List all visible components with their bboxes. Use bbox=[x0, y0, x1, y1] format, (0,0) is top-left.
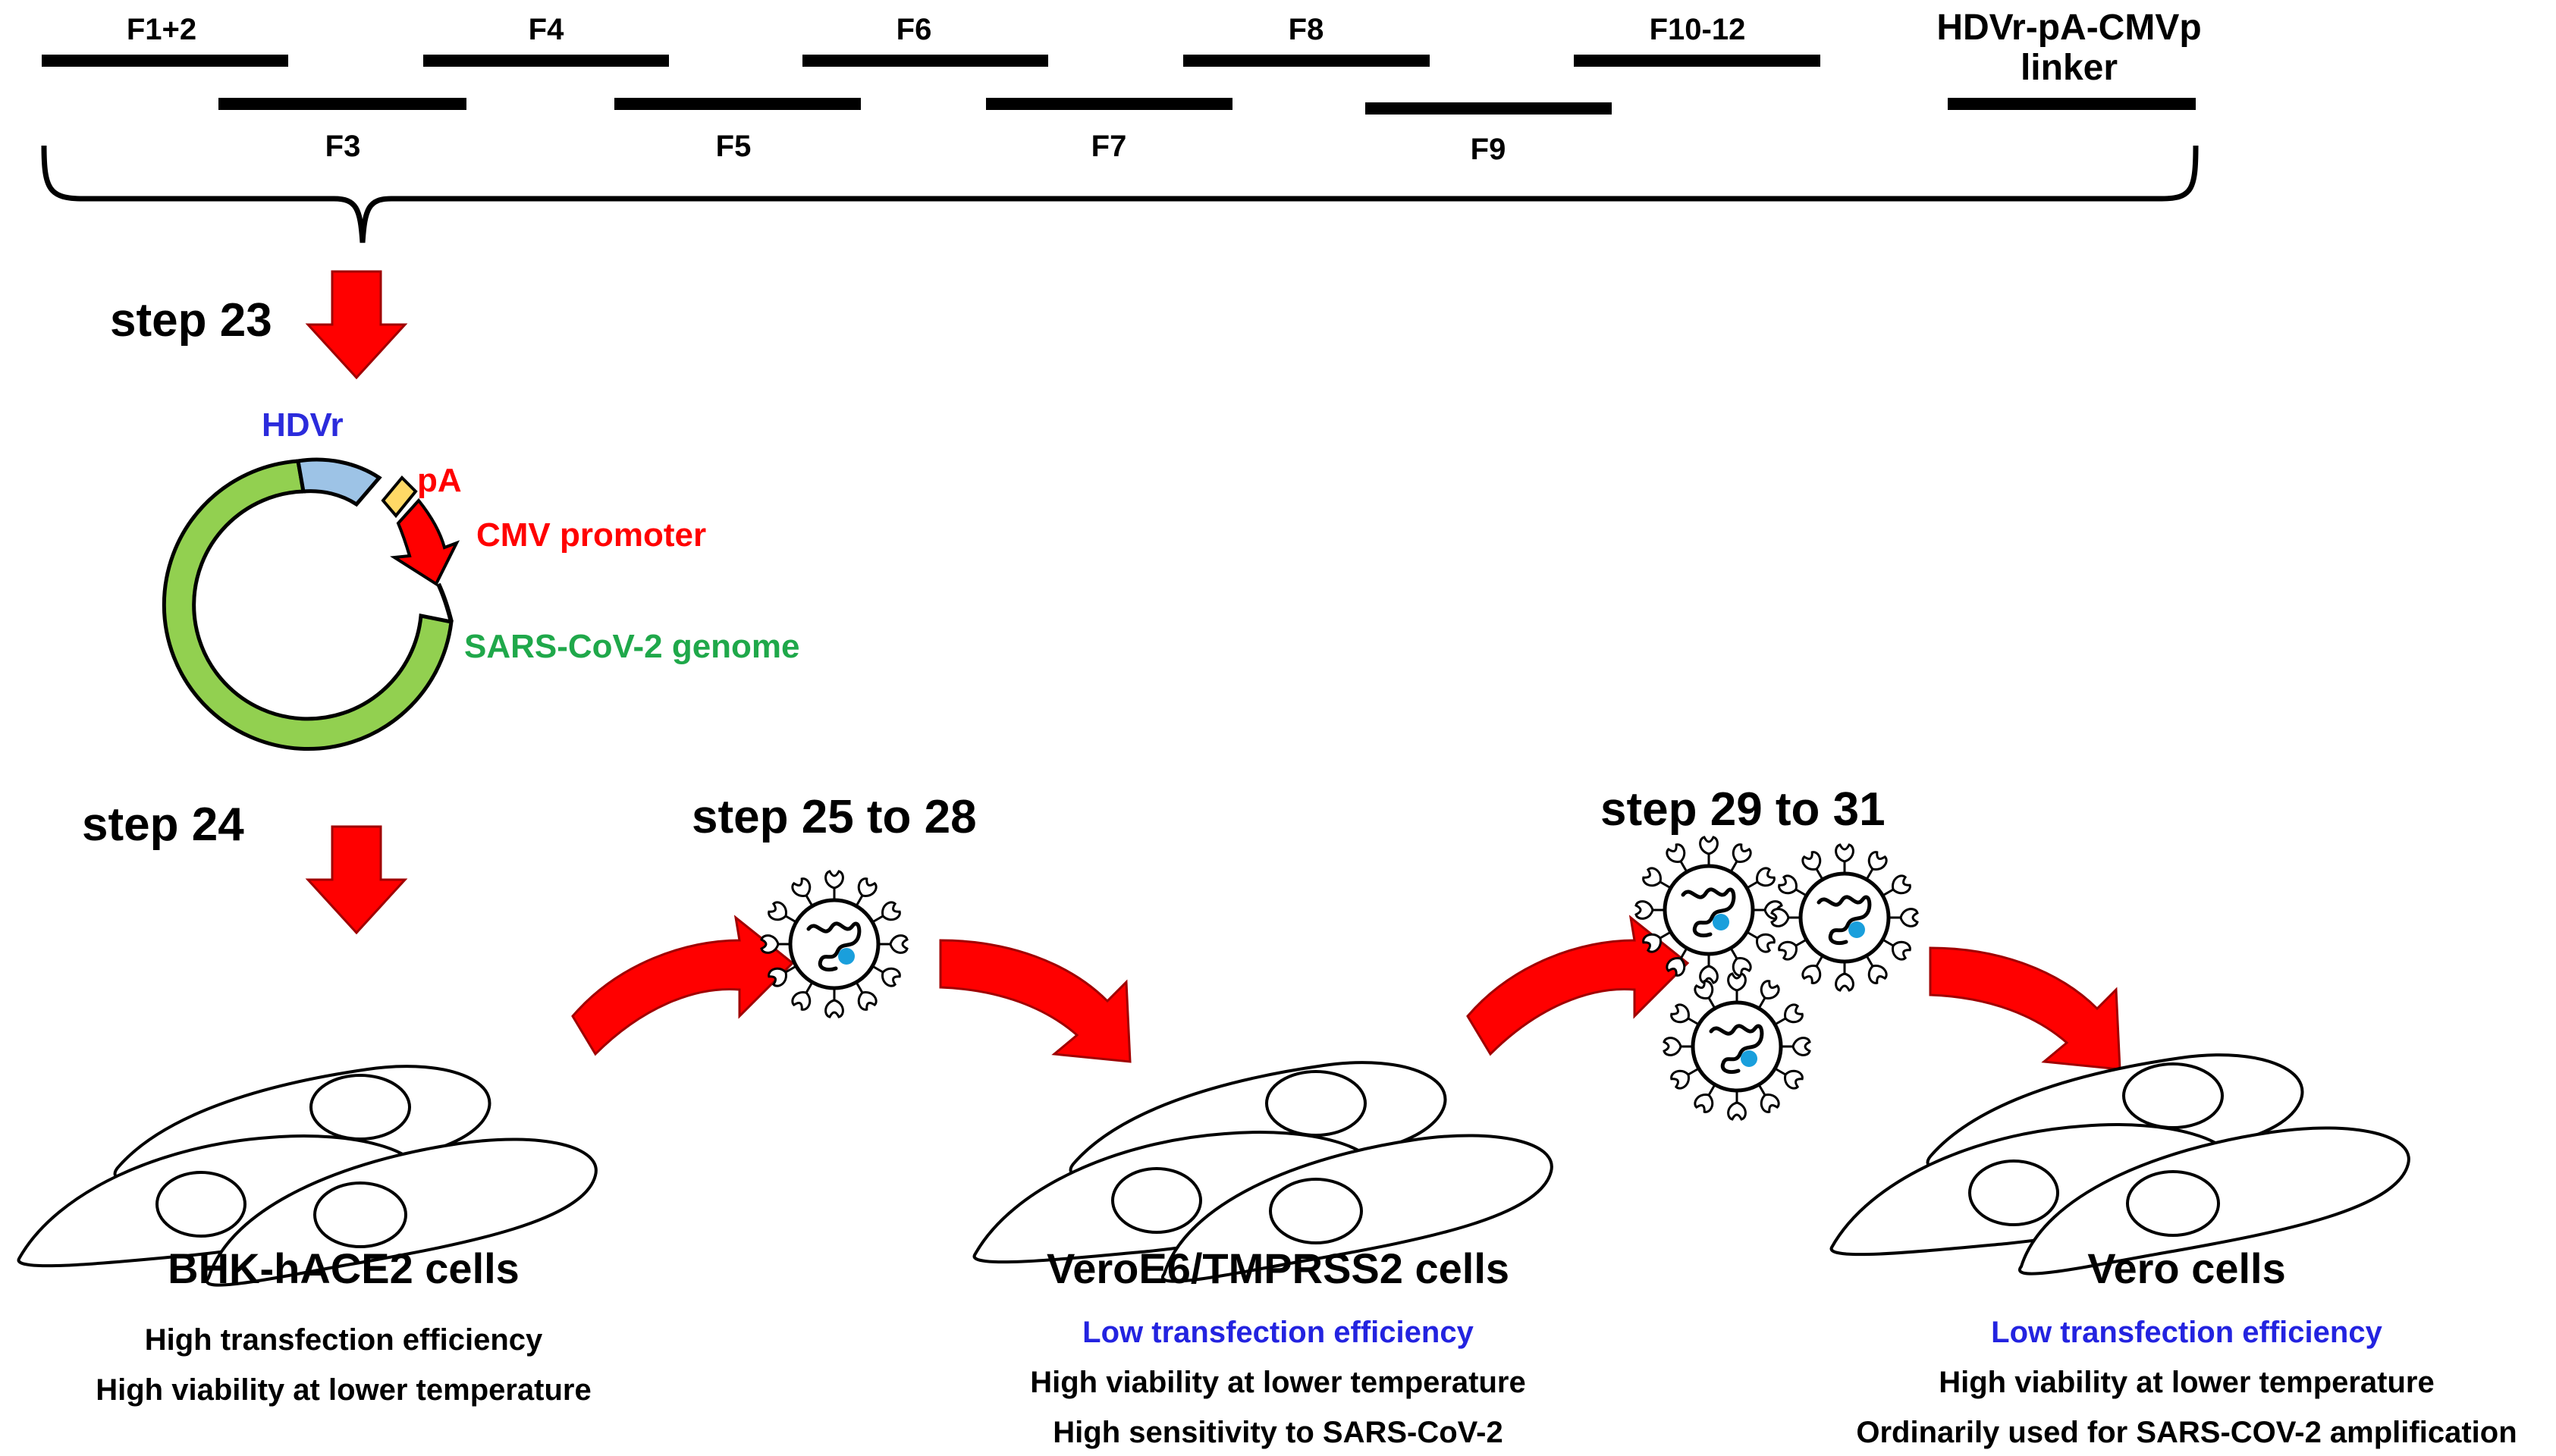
vero-property-3: Ordinarily used for SARS-COV-2 amplifica… bbox=[1856, 1416, 2517, 1449]
label-f9: F9 bbox=[1471, 133, 1506, 166]
virus-particle bbox=[1772, 845, 1917, 990]
label-f6: F6 bbox=[896, 13, 932, 46]
veroe6-property-3: High sensitivity to SARS-CoV-2 bbox=[1053, 1416, 1503, 1449]
veroe6-cells-title: VeroE6/TMPRSS2 cells bbox=[1047, 1244, 1509, 1292]
step-23-arrow bbox=[306, 270, 407, 379]
plasmid-label-genome: SARS-CoV-2 genome bbox=[464, 628, 800, 665]
label-linker-line2: linker bbox=[2021, 48, 2118, 88]
label-f3: F3 bbox=[325, 130, 361, 163]
bhk-cells-title: BHK-hACE2 cells bbox=[168, 1244, 520, 1292]
plasmid-backbone-line bbox=[436, 582, 454, 623]
plasmid-label-hdvr: HDVr bbox=[262, 406, 344, 444]
label-f10-12: F10-12 bbox=[1650, 13, 1746, 46]
veroe6-property-1: Low transfection efficiency bbox=[1082, 1316, 1474, 1349]
step-29-31-label: step 29 to 31 bbox=[1600, 783, 1886, 836]
virus-particle bbox=[761, 871, 907, 1017]
plasmid-cmv-promoter-arrow bbox=[390, 497, 460, 586]
label-f7: F7 bbox=[1091, 130, 1127, 163]
plasmid-label-cmv: CMV promoter bbox=[476, 516, 706, 554]
step-24-arrow bbox=[306, 825, 407, 934]
plasmid-pa-segment bbox=[381, 475, 418, 519]
label-linker-line1: HDVr-pA-CMVp bbox=[1936, 8, 2201, 48]
plasmid-hdvr-segment bbox=[296, 457, 382, 507]
label-f4: F4 bbox=[529, 13, 564, 46]
curved-arrow-to-virus-1 bbox=[571, 916, 794, 1056]
fragment-bars bbox=[42, 55, 2196, 115]
virus-particle bbox=[1664, 974, 1810, 1119]
step-25-28-label: step 25 to 28 bbox=[692, 791, 977, 843]
vero-cells-title: Vero cells bbox=[2087, 1244, 2286, 1292]
vero-property-2: High viability at lower temperature bbox=[1939, 1366, 2435, 1399]
bhk-property-1: High transfection efficiency bbox=[145, 1323, 543, 1357]
step-23-label: step 23 bbox=[110, 294, 272, 347]
plasmid-label-pa: pA bbox=[417, 462, 462, 499]
label-f1-2: F1+2 bbox=[127, 13, 196, 46]
veroe6-property-2: High viability at lower temperature bbox=[1030, 1366, 1526, 1399]
vero-cell-cluster bbox=[1829, 1053, 2410, 1276]
plasmid-genome-segment bbox=[162, 459, 454, 752]
label-f8: F8 bbox=[1289, 13, 1324, 46]
curved-arrow-to-vero bbox=[1929, 946, 2121, 1071]
fragment-brace bbox=[41, 145, 2199, 243]
plasmid-diagram bbox=[162, 457, 460, 752]
label-f5: F5 bbox=[716, 130, 752, 163]
vero-property-1: Low transfection efficiency bbox=[1991, 1316, 2382, 1349]
step-24-label: step 24 bbox=[82, 799, 244, 851]
bhk-property-2: High viability at lower temperature bbox=[96, 1373, 592, 1407]
curved-arrow-to-veroe6 bbox=[939, 939, 1132, 1063]
